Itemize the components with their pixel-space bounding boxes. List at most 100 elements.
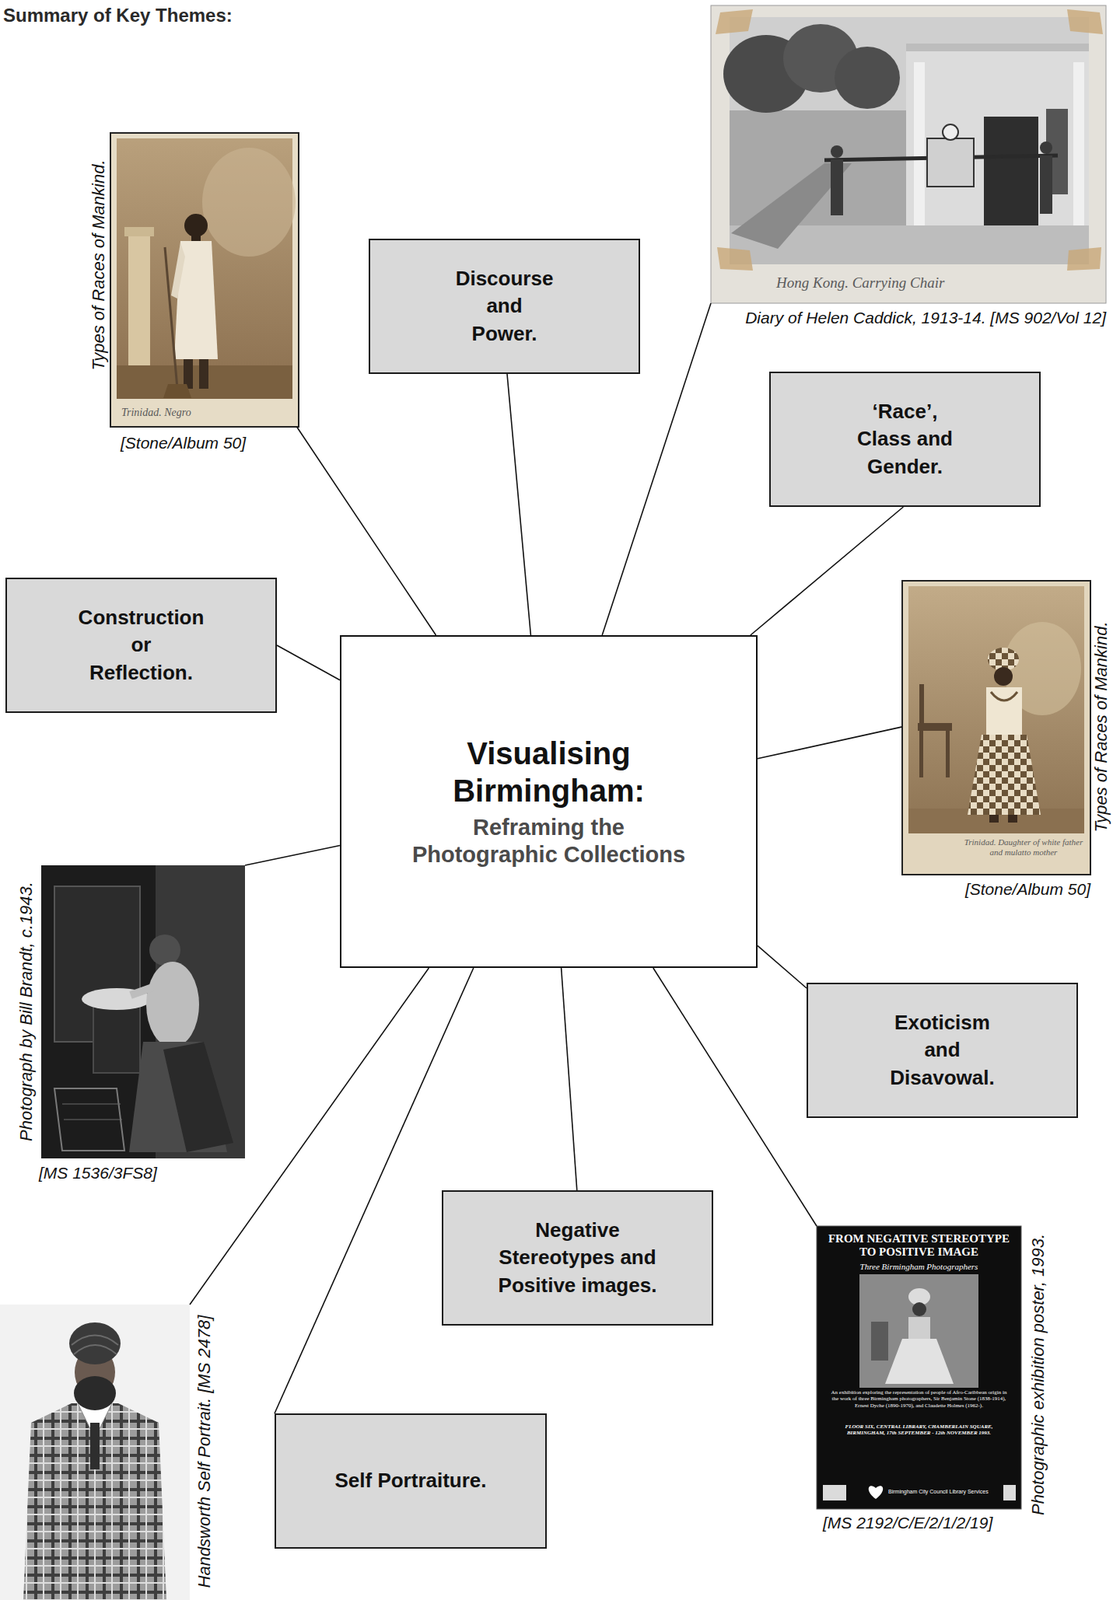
photograph: Types of Races of Mankind.[Stone/Album 5… <box>902 581 1091 875</box>
poster-venue: FLOOR SIX, CENTRAL LIBRARY, CHAMBERLAIN … <box>827 1424 1011 1438</box>
rotated-caption: Types of Races of Mankind. <box>1092 621 1110 833</box>
photo-hong-kong-chair-part <box>830 145 844 158</box>
connector-line <box>189 968 429 1306</box>
theme-box: Construction or Reflection. <box>5 577 277 714</box>
photo-brandt-boy-part <box>130 987 153 996</box>
photo-trinidad-woman-part <box>990 692 1018 701</box>
photo-trinidad-woman <box>902 581 1091 875</box>
photo-trinidad-woman-part <box>1008 815 1018 823</box>
photo-trinidad-boy-part <box>163 384 192 399</box>
theme-box: Negative Stereotypes and Positive images… <box>441 1190 714 1327</box>
photo-trinidad-woman-part <box>986 687 1022 736</box>
archive-reference: [MS 1536/3FS8] <box>38 1164 158 1183</box>
photo-handsworth-portrait-part <box>0 1305 190 1600</box>
exhibition-poster-art-part <box>868 1486 883 1500</box>
photo-brandt-boy-part <box>149 934 181 966</box>
connector-line <box>507 374 531 636</box>
photo-hong-kong-chair-part <box>1067 9 1103 35</box>
exhibition-poster-art-part <box>871 1322 889 1362</box>
photo-trinidad-woman-part <box>967 735 1041 816</box>
photo-brandt-boy-part <box>54 1088 125 1152</box>
handwritten-caption: Trinidad. Negro <box>121 406 192 420</box>
exhibition-poster: FROM NEGATIVE STEREOTYPE TO POSITIVE IMA… <box>816 1226 1022 1510</box>
connector-line <box>276 645 340 681</box>
photo-trinidad-boy-part <box>199 359 209 389</box>
theme-box: ‘Race’, Class and Gender. <box>769 371 1041 508</box>
connector-line <box>757 727 903 760</box>
photo-trinidad-boy-part <box>171 242 186 299</box>
connector-line <box>245 846 340 867</box>
photograph: Diary of Helen Caddick, 1913-14. [MS 902… <box>710 5 1106 304</box>
photo-handsworth-portrait-part <box>23 1403 167 1600</box>
photo-trinidad-woman-part <box>919 684 924 724</box>
photo-hong-kong-chair-part <box>927 138 974 187</box>
photo-brandt-boy-part <box>62 1104 121 1106</box>
archive-reference: [MS 2192/C/E/2/1/2/19] <box>822 1514 993 1533</box>
photo-brandt-boy <box>41 865 245 1159</box>
poster-logo-text: Birmingham City Council Library Services <box>888 1489 989 1495</box>
photo-handsworth-portrait-part <box>71 1336 119 1347</box>
photo-hong-kong-chair-part <box>834 46 900 109</box>
photo-trinidad-boy-part <box>164 247 178 389</box>
exhibition-poster-art <box>816 1226 1022 1510</box>
photo-brandt-boy-part <box>93 1003 140 1074</box>
photograph: Handsworth Self Portrait. [MS 2478] <box>0 1305 190 1600</box>
photo-hong-kong-chair-part <box>1067 247 1102 271</box>
theme-text: Exoticism and Disavowal. <box>889 1009 994 1092</box>
connector-line <box>297 427 437 636</box>
photo-handsworth-portrait-part <box>73 1376 116 1411</box>
photograph: Types of Races of Mankind.[Stone/Album 5… <box>110 133 299 427</box>
page-title: Summary of Key Themes: <box>3 4 233 27</box>
photo-hong-kong-chair-part <box>1073 62 1085 234</box>
poster-headline: FROM NEGATIVE STEREOTYPE TO POSITIVE IMA… <box>820 1232 1018 1260</box>
photo-trinidad-boy-part <box>110 133 299 427</box>
photo-trinidad-boy-part <box>184 213 208 238</box>
photo-hong-kong-chair-part <box>717 247 753 271</box>
connector-line <box>561 968 578 1191</box>
photo-hong-kong-chair-part <box>1039 141 1053 154</box>
photo-handsworth-portrait-part <box>73 1345 117 1355</box>
exhibition-poster-art-part <box>885 1339 954 1385</box>
photo-brandt-boy-part <box>163 1042 234 1153</box>
photo-trinidad-boy-part <box>202 147 296 257</box>
photo-trinidad-woman-part <box>994 667 1013 686</box>
archive-reference: [Stone/Album 50] <box>120 434 246 452</box>
exhibition-poster-art-part <box>912 1302 927 1317</box>
theme-text: Discourse and Power. <box>455 265 554 347</box>
archive-reference: [Stone/Album 50] <box>902 880 1091 899</box>
photo-trinidad-woman-part <box>919 731 924 778</box>
photo-brandt-boy-part <box>63 1120 123 1121</box>
photo-hong-kong-chair-part <box>830 159 844 216</box>
rotated-caption: Photograph by Bill Brandt, c.1943. <box>17 882 35 1142</box>
photo-hong-kong-chair-part <box>715 9 753 35</box>
photo-handsworth-portrait-part <box>90 1423 100 1470</box>
photo-trinidad-woman-part <box>989 815 999 823</box>
central-title: Visualising Birmingham: <box>432 735 666 810</box>
theme-box: Discourse and Power. <box>368 238 641 375</box>
photograph: Photograph by Bill Brandt, c.1943.[MS 15… <box>41 865 245 1159</box>
exhibition-poster-art-part <box>1003 1485 1016 1502</box>
photo-hong-kong-chair-part <box>1039 155 1053 214</box>
theme-box: Self Portraiture. <box>274 1414 547 1550</box>
connector-line <box>757 945 807 989</box>
theme-text: ‘Race’, Class and Gender. <box>850 398 960 480</box>
photo-trinidad-boy-part <box>124 227 154 237</box>
handwritten-caption: Trinidad. Daughter of white father and m… <box>961 837 1086 858</box>
theme-text: Self Portraiture. <box>286 1467 536 1495</box>
photo-hong-kong-chair-part <box>710 5 1106 304</box>
theme-box: Exoticism and Disavowal. <box>806 983 1078 1119</box>
photo-handsworth-portrait-part <box>69 1323 121 1365</box>
photo-caption: Diary of Helen Caddick, 1913-14. [MS 902… <box>710 308 1106 327</box>
connector-line <box>653 968 817 1227</box>
photo-brandt-boy-part <box>81 988 152 1011</box>
photo-hong-kong-chair-part <box>942 124 959 140</box>
poster-body: An exhibition exploring the representati… <box>827 1389 1011 1410</box>
handwritten-caption: Hong Kong. Carrying Chair <box>776 274 945 292</box>
photo-hong-kong-chair-part <box>906 43 1089 52</box>
photo-hong-kong-chair <box>710 5 1106 304</box>
photo-trinidad-woman-part <box>908 586 1085 834</box>
photo-trinidad-woman-part <box>945 731 950 778</box>
exhibition-poster-art-part <box>908 1317 931 1341</box>
theme-text: Negative Stereotypes and Positive images… <box>495 1217 661 1299</box>
connector-line <box>750 507 904 636</box>
